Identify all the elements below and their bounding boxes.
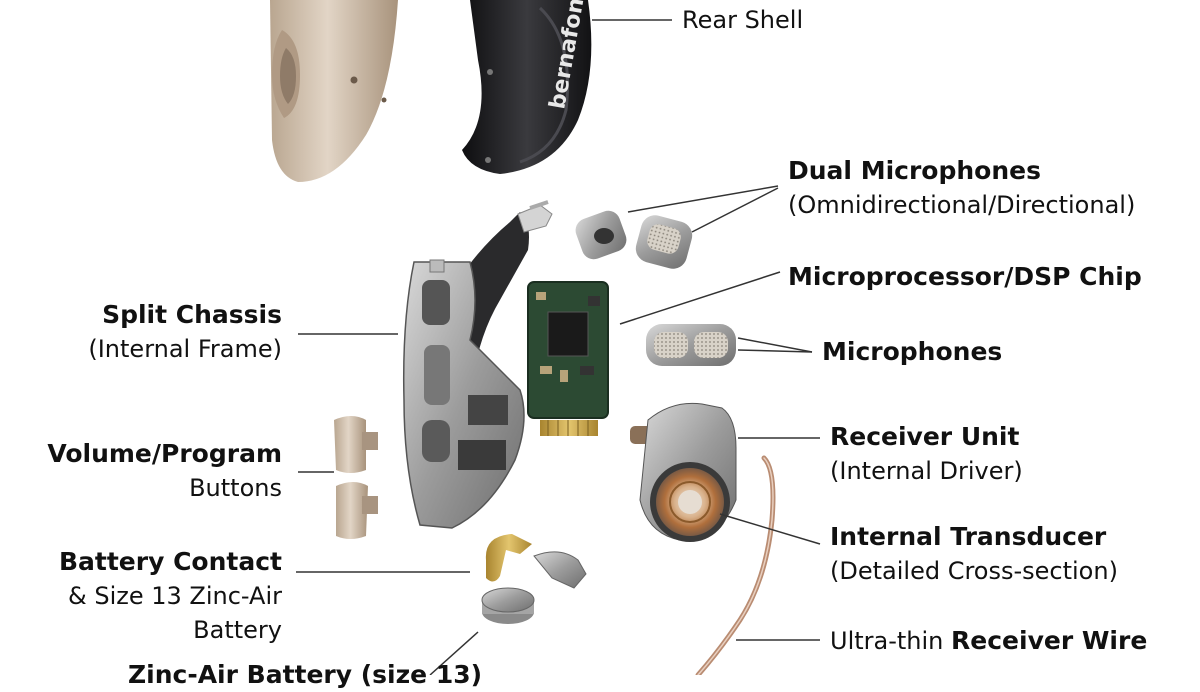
receiver-sub: (Internal Driver) bbox=[830, 457, 1023, 485]
front-shell bbox=[270, 0, 398, 182]
dsp-chip-text: Microprocessor/DSP Chip bbox=[788, 262, 1142, 291]
rear-shell: bernafon bbox=[462, 0, 592, 174]
label-volume-buttons: Volume/Program Buttons bbox=[47, 437, 282, 505]
dual-microphones bbox=[575, 210, 693, 269]
dual-mics-title: Dual Microphones bbox=[788, 156, 1041, 185]
split-chassis bbox=[402, 200, 553, 529]
battery-sub1: & Size 13 Zinc-Air bbox=[67, 582, 282, 610]
zinc-air-battery bbox=[481, 587, 535, 624]
volume-program-buttons bbox=[334, 416, 378, 539]
exploded-diagram: bernafon bbox=[270, 0, 821, 675]
transducer-sub: (Detailed Cross-section) bbox=[830, 557, 1118, 585]
leader-lines bbox=[296, 19, 821, 675]
dual-mics-sub: (Omnidirectional/Directional) bbox=[788, 191, 1136, 219]
label-receiver-wire: Ultra-thin Receiver Wire bbox=[830, 624, 1147, 658]
wire-bold: Receiver Wire bbox=[951, 626, 1148, 655]
battery-title: Battery Contact bbox=[58, 547, 282, 576]
battery-contact bbox=[485, 534, 587, 589]
transducer-title: Internal Transducer bbox=[830, 522, 1107, 551]
wire-pre: Ultra-thin bbox=[830, 627, 952, 655]
label-receiver-unit: Receiver Unit (Internal Driver) bbox=[830, 420, 1023, 488]
label-cut-off: Zinc-Air Battery (size 13) bbox=[128, 658, 482, 692]
label-dsp-chip: Microprocessor/DSP Chip bbox=[788, 260, 1142, 294]
chassis-sub: (Internal Frame) bbox=[88, 335, 282, 363]
label-microphones: Microphones bbox=[822, 335, 1002, 369]
battery-sub2: Battery bbox=[193, 616, 282, 644]
microphones-text: Microphones bbox=[822, 337, 1003, 366]
label-rear-shell: Rear Shell bbox=[682, 3, 803, 37]
dsp-pcb bbox=[527, 281, 609, 436]
receiver-unit bbox=[630, 402, 737, 542]
buttons-title: Volume/Program bbox=[47, 439, 282, 468]
label-dual-microphones: Dual Microphones (Omnidirectional/Direct… bbox=[788, 154, 1135, 222]
buttons-sub: Buttons bbox=[189, 474, 282, 502]
label-battery-contact: Battery Contact & Size 13 Zinc-Air Batte… bbox=[59, 545, 282, 647]
label-internal-transducer: Internal Transducer (Detailed Cross-sect… bbox=[830, 520, 1118, 588]
rear-shell-text: Rear Shell bbox=[682, 6, 804, 34]
receiver-title: Receiver Unit bbox=[830, 422, 1020, 451]
microphone-pair bbox=[646, 324, 736, 366]
cut-label-text: Zinc-Air Battery (size 13) bbox=[128, 660, 483, 689]
chassis-title: Split Chassis bbox=[102, 300, 282, 329]
label-split-chassis: Split Chassis (Internal Frame) bbox=[88, 298, 282, 366]
